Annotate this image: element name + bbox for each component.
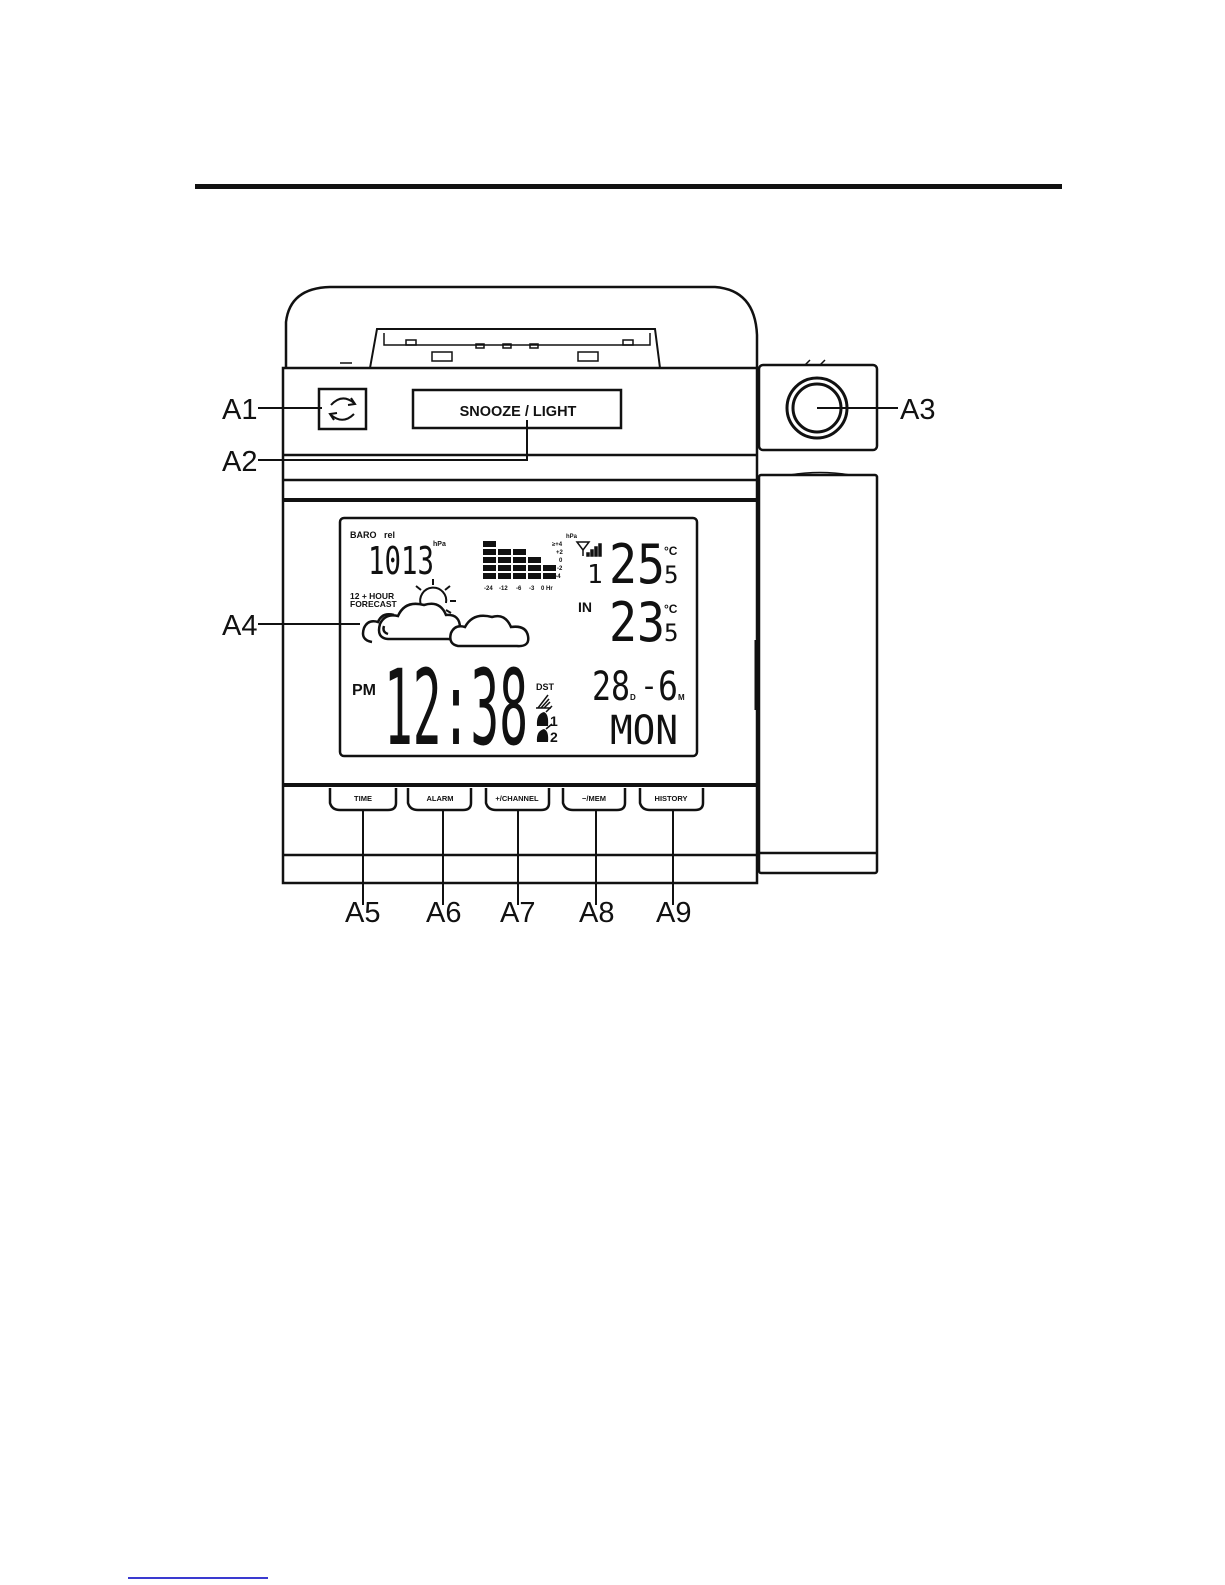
snooze-light-label: SNOOZE / LIGHT	[460, 404, 577, 420]
history-axis-label: -24	[484, 586, 493, 592]
history-unit: hPa	[566, 534, 578, 540]
date-day: 28	[592, 664, 630, 710]
pressure-unit: hPa	[433, 541, 446, 548]
history-bar-segment	[513, 549, 526, 555]
history-scale-label: ≥+4	[552, 542, 563, 548]
history-bar-segment	[498, 541, 511, 547]
period-indicator: PM	[352, 682, 376, 699]
time-button-label: TIME	[354, 794, 372, 803]
history-bar-segment	[483, 565, 496, 571]
footer-rule	[128, 1577, 268, 1579]
history-bar-segment	[528, 573, 541, 579]
callout-a2: A2	[222, 446, 257, 478]
callout-a4: A4	[222, 610, 257, 642]
history-bar-segment	[498, 573, 511, 579]
indoor-temp-dec: 5	[664, 619, 678, 647]
history-bar-segment	[543, 565, 556, 571]
history-scale-label: -2	[557, 566, 563, 572]
history-bar-segment	[543, 557, 556, 563]
outdoor-temp-unit: °C	[664, 544, 678, 558]
history-bar-segment	[528, 533, 541, 539]
history-bar-segment	[483, 573, 496, 579]
date-day-suffix: D	[630, 693, 636, 702]
history-button-label: HISTORY	[655, 794, 688, 803]
indoor-temp-int: 23	[609, 591, 665, 654]
pressure-value: 1013	[368, 539, 434, 583]
channel-button-label: +/CHANNEL	[495, 794, 539, 803]
history-bar-segment	[513, 557, 526, 563]
history-bar-segment	[498, 565, 511, 571]
history-bar-segment	[498, 557, 511, 563]
clock-time: 12:38	[384, 647, 528, 769]
history-bar-segment	[528, 541, 541, 547]
history-bar-segment	[528, 549, 541, 555]
header-rule	[195, 184, 1062, 189]
weekday: MON	[610, 708, 678, 754]
forecast-line2: FORECAST	[350, 599, 398, 609]
indoor-temp-unit: °C	[664, 602, 678, 616]
history-axis-label: -12	[499, 586, 508, 592]
history-axis-label: 0 Hr	[541, 586, 553, 592]
alarm-button-label: ALARM	[426, 794, 453, 803]
history-scale-label: ≤-4	[552, 574, 561, 580]
history-bar-segment	[513, 573, 526, 579]
history-axis-label: -3	[529, 586, 535, 592]
history-bar-segment	[483, 533, 496, 539]
callout-a7: A7	[500, 897, 535, 929]
history-bar-segment	[483, 541, 496, 547]
history-bar-segment	[498, 533, 511, 539]
callout-a1: A1	[222, 394, 257, 426]
date-month: 6	[658, 664, 678, 710]
alarm2-indicator: 2	[550, 729, 558, 745]
callout-a5: A5	[345, 897, 380, 929]
history-axis-label: -6	[516, 586, 522, 592]
history-bar-segment	[513, 541, 526, 547]
history-bar-segment	[543, 549, 556, 555]
history-bar-segment	[528, 565, 541, 571]
callout-a3: A3	[900, 394, 935, 426]
mem-button-label: −/MEM	[582, 794, 606, 803]
date-separator: -	[640, 669, 658, 704]
date-month-suffix: M	[678, 693, 685, 702]
outdoor-temp-dec: 5	[664, 561, 678, 589]
history-scale-label: +2	[556, 550, 564, 556]
history-bar-segment	[513, 565, 526, 571]
history-bar-segment	[528, 557, 541, 563]
history-bar-segment	[543, 533, 556, 539]
channel-number: 1	[587, 560, 603, 590]
history-bar-segment	[498, 549, 511, 555]
dst-label: DST	[536, 682, 555, 692]
rotate-button[interactable]	[319, 389, 366, 429]
callout-a8: A8	[579, 897, 614, 929]
history-bar-segment	[483, 557, 496, 563]
callout-a9: A9	[656, 897, 691, 929]
indoor-label: IN	[578, 599, 592, 615]
history-bar-segment	[513, 533, 526, 539]
outdoor-temp-int: 25	[609, 533, 665, 596]
callout-a6: A6	[426, 897, 461, 929]
history-bar-segment	[483, 549, 496, 555]
alarm1-indicator: 1	[550, 713, 558, 729]
